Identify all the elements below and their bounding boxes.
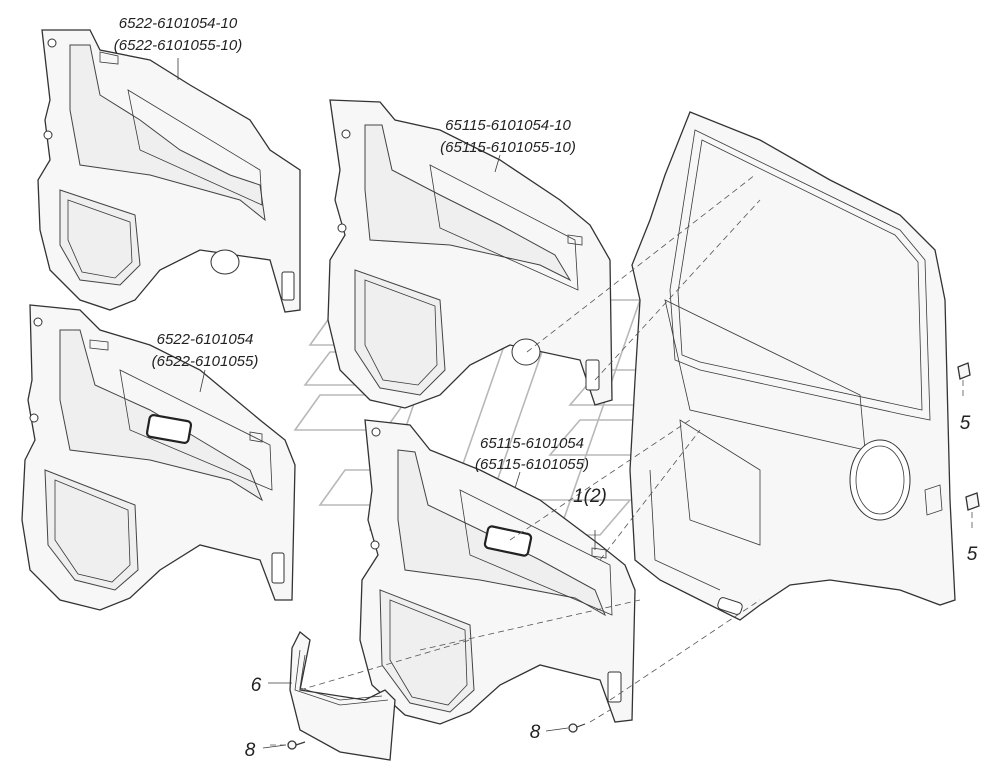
door-panel-upper-right (327, 99, 613, 409)
label-panel-upper-right-b: (65115-6101055-10) (440, 139, 576, 156)
leader-lines (177, 58, 596, 749)
clip-5-bottom (965, 492, 980, 530)
speaker-recess (210, 249, 240, 275)
pocket-part-6 (289, 630, 396, 761)
speaker-recess-2 (511, 338, 541, 366)
label-item-6: 6 (251, 675, 262, 696)
assembly-lines (270, 174, 761, 746)
screw-8-left (287, 740, 306, 750)
door-panel-upper-left (37, 29, 301, 313)
label-panel-upper-right-a: 65115-6101054-10 (445, 117, 571, 134)
label-item-1: 1(2) (573, 486, 607, 507)
label-item-8-left: 8 (245, 740, 256, 761)
door-panel-lower-right (359, 419, 636, 725)
door-frame (629, 111, 956, 621)
label-panel-upper-left-b: (6522-6101055-10) (114, 37, 242, 54)
label-item-8-right: 8 (530, 722, 541, 743)
label-panel-middle-left-b: (6522-6101055) (152, 353, 259, 370)
label-panel-middle-left-a: 6522-6101054 (157, 331, 254, 348)
door-panel-middle-left (21, 304, 296, 611)
label-item-5-bottom: 5 (967, 544, 978, 565)
label-panel-lower-right-b: (65115-6101055) (475, 456, 589, 473)
label-item-5-top: 5 (960, 413, 971, 434)
clip-5-top (957, 362, 971, 400)
handle-recess (145, 414, 193, 444)
label-panel-upper-left-a: 6522-6101054-10 (119, 15, 238, 32)
label-panel-lower-right-a: 65115-6101054 (480, 435, 584, 452)
screw-8-right (568, 723, 586, 733)
